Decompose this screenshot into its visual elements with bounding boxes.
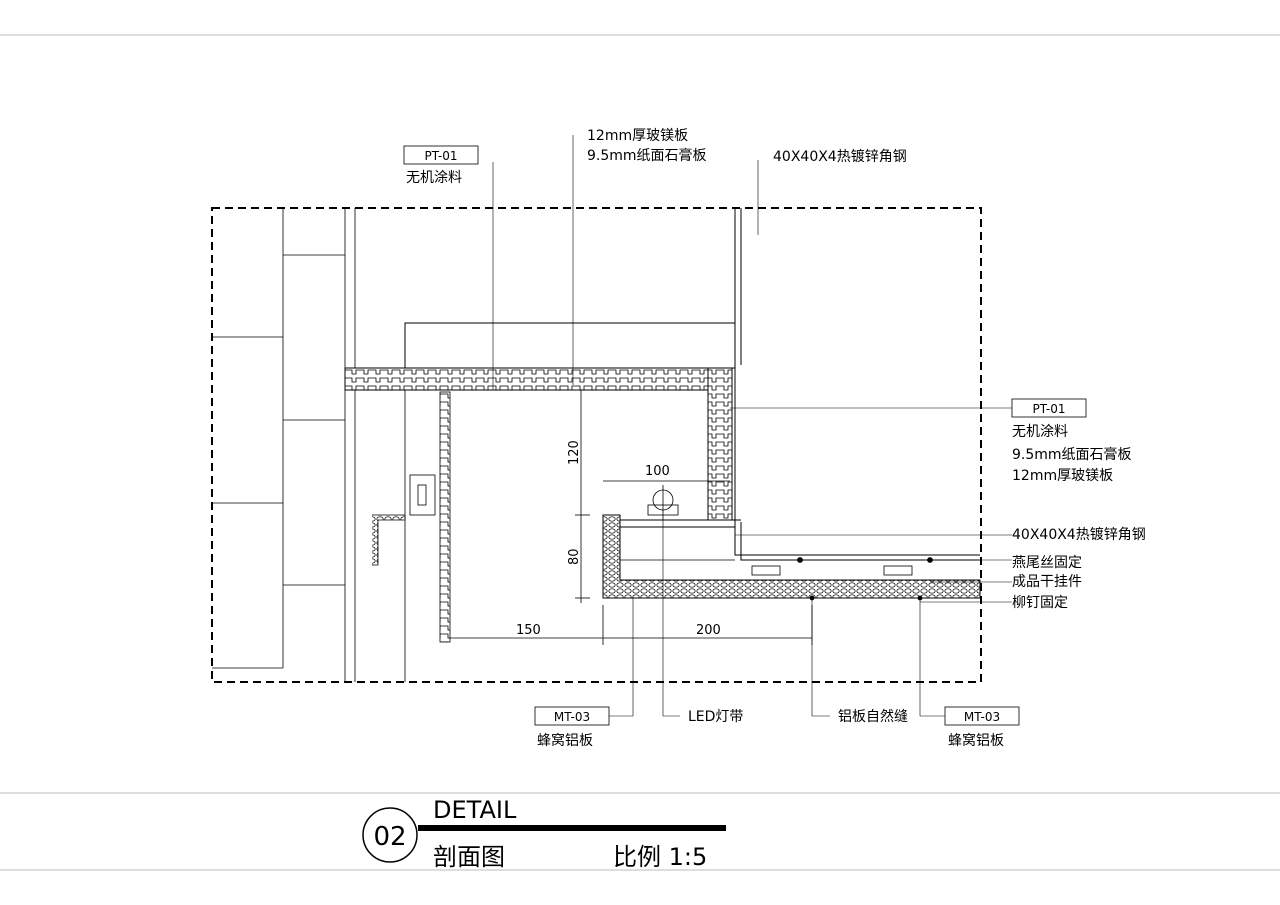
- dim-120: 120: [567, 440, 582, 465]
- title-underline: [418, 825, 726, 831]
- right-angle-steel: 40X40X4热镀锌角钢: [1012, 526, 1146, 543]
- detail-name: 剖面图: [433, 843, 505, 871]
- bottom-right-name: 蜂窝铝板: [948, 732, 1004, 749]
- right-rivet: 柳钉固定: [1012, 594, 1068, 611]
- right-screw: 燕尾丝固定: [1012, 555, 1082, 571]
- top-mid-line2: 9.5mm纸面石膏板: [587, 147, 707, 164]
- bottom-right-tag: MT-03: [964, 710, 1000, 724]
- hanger-hardware: [372, 474, 933, 601]
- top-right-label: 40X40X4热镀锌角钢: [773, 148, 907, 165]
- leader-lines: [492, 135, 1012, 717]
- ceiling-board-vertical: [707, 367, 733, 521]
- vertical-honeycomb-strip: [439, 391, 451, 643]
- led-fixture: [647, 485, 679, 520]
- bottom-seam: 铝板自然缝: [838, 708, 908, 725]
- detail-number: 02: [373, 822, 406, 852]
- right-line3: 12mm厚玻镁板: [1012, 468, 1113, 484]
- bottom-left-tag: MT-03: [554, 710, 590, 724]
- detail-scale: 比例 1:5: [613, 843, 707, 871]
- ceiling-board-horizontal: [344, 367, 731, 391]
- detail-number-circle: [362, 807, 418, 863]
- dimension-lines: [450, 389, 813, 645]
- bottom-left-name: 蜂窝铝板: [537, 732, 593, 749]
- right-line2: 9.5mm纸面石膏板: [1012, 446, 1132, 463]
- left-wall: [212, 208, 406, 682]
- title-block: 02 DETAIL 剖面图 比例 1:5: [362, 796, 726, 871]
- honeycomb-aluminum-panel: [602, 514, 981, 599]
- dim-150: 150: [516, 623, 541, 638]
- top-left-tag: PT-01: [424, 149, 457, 163]
- right-hanger: 成品干挂件: [1012, 574, 1082, 590]
- detail-boundary: [211, 207, 982, 683]
- bottom-led: LED灯带: [688, 709, 743, 725]
- sheet-border: [0, 34, 1280, 871]
- dim-80: 80: [567, 548, 582, 565]
- material-tags: [403, 145, 1087, 726]
- top-mid-line1: 12mm厚玻镁板: [587, 128, 688, 144]
- right-tag: PT-01: [1032, 402, 1065, 416]
- dim-100: 100: [645, 464, 670, 479]
- dim-200: 200: [696, 623, 721, 638]
- top-left-name: 无机涂料: [406, 170, 462, 186]
- angle-steel-frame: [620, 368, 980, 561]
- detail-heading: DETAIL: [433, 796, 517, 824]
- right-line1: 无机涂料: [1012, 424, 1068, 440]
